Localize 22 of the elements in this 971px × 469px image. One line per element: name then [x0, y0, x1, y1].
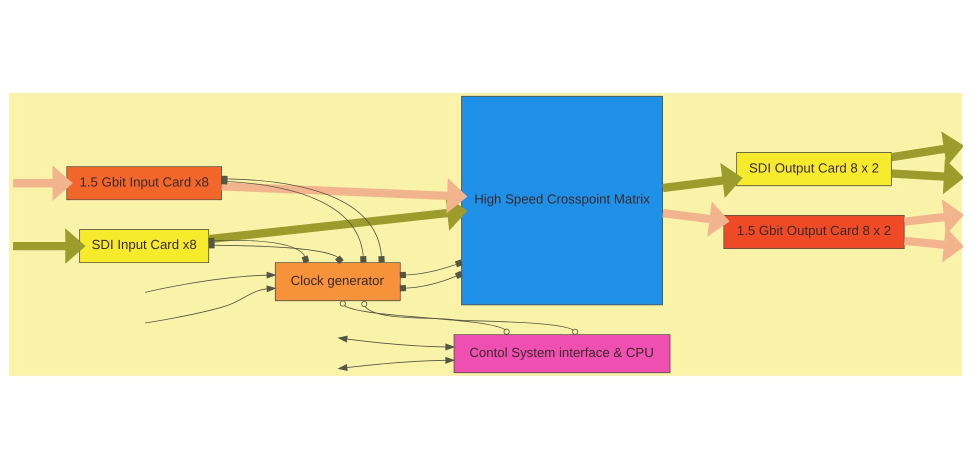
arrow [13, 228, 86, 264]
node-box: 1.5 Gbit Output Card 8 x 2 [723, 215, 905, 249]
arrow [13, 165, 73, 201]
arrow [904, 226, 963, 262]
connector [400, 270, 463, 292]
connector [361, 300, 578, 335]
arrow [337, 336, 456, 350]
arrow [662, 162, 743, 198]
connector [208, 242, 344, 264]
node-box: Clock generator [274, 262, 401, 302]
connector [340, 300, 510, 335]
node-box: Contol System interface & CPU [454, 334, 670, 374]
node-box: SDI Input Card x8 [79, 229, 210, 264]
connector [400, 259, 463, 278]
arrow [337, 356, 456, 371]
node-box: 1.5 Gbit Input Card x8 [66, 166, 222, 200]
arrow [662, 201, 730, 237]
node-box: High Speed Crosspoint Matrix [461, 96, 663, 306]
arrow [891, 158, 963, 194]
arrow [144, 285, 277, 324]
arrow [144, 272, 277, 293]
node-box: SDI Output Card 8 x 2 [736, 152, 892, 186]
